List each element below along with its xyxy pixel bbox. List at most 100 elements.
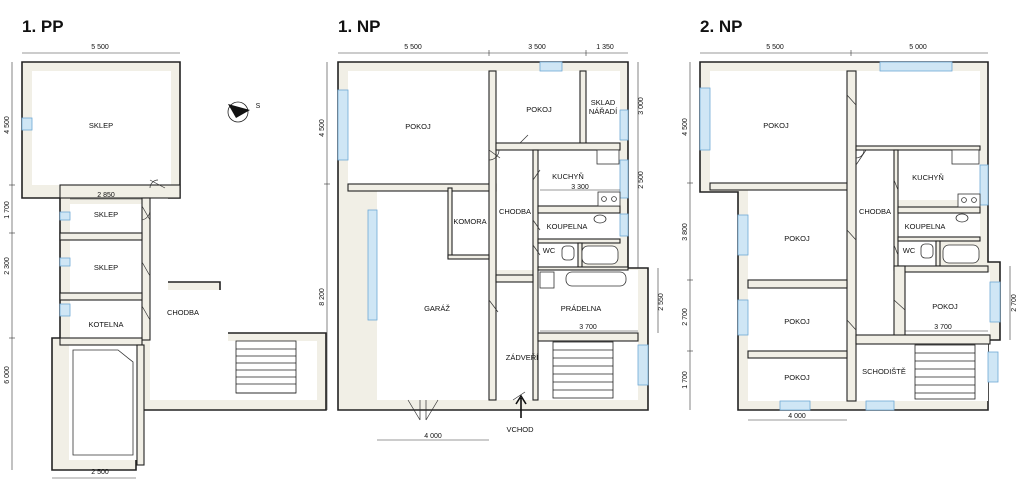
np2-room-pokoj-2 xyxy=(856,71,980,146)
pp-label-sklep-2: SKLEP xyxy=(94,263,118,272)
pp-label-kotelna: KOTELNA xyxy=(88,320,123,329)
np2-label-koupelna: KOUPELNA xyxy=(905,222,946,231)
np1-dim-bottom: 4 000 xyxy=(424,433,442,440)
np2-dim-top-1: 5 500 xyxy=(766,44,784,51)
np2-wall xyxy=(893,149,899,271)
np1-dim-kuchyn: 3 300 xyxy=(571,184,589,191)
np2-room-schodiste xyxy=(856,344,988,401)
np2-room-pokoj-1 xyxy=(710,71,847,183)
np1-toilet xyxy=(561,245,575,261)
np2-stove-burner xyxy=(971,197,977,203)
pp-label-sklep-1: SKLEP xyxy=(94,210,118,219)
np2-dim-pokoj: 3 700 xyxy=(934,324,952,331)
np2-label-pokoj-2: POKOJ xyxy=(784,234,810,243)
np1-label-pradelna: PRÁDELNA xyxy=(561,304,601,313)
np1-dim-left-2: 8 200 xyxy=(319,288,326,306)
np2-window xyxy=(779,400,811,411)
np2-window xyxy=(699,87,711,151)
pp-boiler-fixture xyxy=(72,349,134,456)
np1-room-zadveri xyxy=(495,282,535,400)
np1-laundry-tub xyxy=(565,271,627,287)
compass-label: S xyxy=(256,103,261,110)
pp-room-sklep-big xyxy=(32,71,171,185)
np2-bathtub xyxy=(942,244,980,264)
np2-wall xyxy=(747,279,848,289)
np2-wall xyxy=(897,236,981,242)
np2-window xyxy=(989,281,1001,323)
np2-kitchen-counter xyxy=(951,149,980,165)
floor-title-pp: 1. PP xyxy=(22,17,64,36)
pp-label-chodba: CHODBA xyxy=(167,308,199,317)
np1-dimension-lines xyxy=(324,50,659,441)
compass-icon: S xyxy=(227,101,261,123)
floor-plan-np1: 1. NP xyxy=(319,17,665,441)
np2-wall xyxy=(846,70,857,402)
np2-stove-burner xyxy=(961,197,967,203)
np2-room-pokoj-4 xyxy=(748,288,847,351)
np2-stairs xyxy=(914,344,976,400)
np1-room-sklad xyxy=(586,71,620,148)
np1-window xyxy=(619,213,629,237)
np1-window xyxy=(367,209,378,321)
np1-room-garaz xyxy=(377,191,489,400)
np1-label-sklad: SKLAD xyxy=(591,98,616,107)
np2-label-chodba: CHODBA xyxy=(859,207,891,216)
pp-window xyxy=(59,257,71,267)
pp-wall xyxy=(59,184,181,199)
np1-wall xyxy=(537,238,621,244)
np1-room-pokoj-big xyxy=(348,71,489,184)
np2-room-pokoj-3 xyxy=(748,190,847,280)
np1-window xyxy=(637,344,649,386)
np1-dim-right-1: 3 000 xyxy=(638,97,645,115)
np1-garage-door xyxy=(407,399,439,421)
np1-label-komora: KOMORA xyxy=(453,217,486,226)
np1-label-vchod: VCHOD xyxy=(506,425,534,434)
np2-toilet xyxy=(920,243,934,259)
np1-label-chodba: CHODBA xyxy=(499,207,531,216)
np2-label-wc: WC xyxy=(903,246,916,255)
np1-window xyxy=(619,109,629,141)
np2-wall xyxy=(855,334,991,345)
np2-wall xyxy=(747,350,848,359)
floor-plan-pp: 1. PP xyxy=(4,17,327,479)
np2-wall xyxy=(897,206,981,214)
np2-dim-left-4: 1 700 xyxy=(682,371,689,389)
np1-window xyxy=(539,61,563,72)
np1-wall xyxy=(537,266,629,271)
pp-wall xyxy=(136,344,145,466)
np1-wall xyxy=(537,332,639,342)
np1-door xyxy=(488,299,499,313)
np2-room-pokoj-6 xyxy=(905,272,990,334)
pp-room-chodba xyxy=(150,198,317,400)
np1-label-garaz: GARÁŽ xyxy=(424,304,450,313)
np2-label-pokoj-4: POKOJ xyxy=(784,373,810,382)
np2-door xyxy=(855,149,867,166)
np1-dim-top-3: 1 350 xyxy=(596,44,614,51)
np1-wall xyxy=(495,274,534,283)
np1-wall xyxy=(579,70,587,149)
np2-label-kuchyn: KUCHYŇ xyxy=(912,173,944,182)
pp-door xyxy=(149,179,166,189)
np2-washbasin xyxy=(955,213,969,223)
np2-window xyxy=(979,164,989,206)
np1-label-pokoj: POKOJ xyxy=(526,105,552,114)
pp-wall xyxy=(59,292,143,301)
np2-wall xyxy=(893,265,906,337)
pp-label-sklep-big: SKLEP xyxy=(89,121,113,130)
entrance-arrow-icon xyxy=(515,394,527,418)
np2-window xyxy=(737,214,749,256)
pp-window xyxy=(59,211,71,221)
np1-kitchen-counter xyxy=(596,149,620,165)
np1-dim-right-3: 2 550 xyxy=(658,293,665,311)
np1-wall xyxy=(347,183,497,192)
np2-wall xyxy=(935,240,941,267)
np2-door xyxy=(846,229,857,241)
np2-dim-left-2: 3 800 xyxy=(682,223,689,241)
floor-title-np1: 1. NP xyxy=(338,17,381,36)
np1-dim-left-1: 4 500 xyxy=(319,119,326,137)
pp-door xyxy=(141,261,151,277)
pp-dim-inner: 2 850 xyxy=(97,192,115,199)
np1-wall xyxy=(532,149,539,401)
np1-label-zadveri: ZÁDVEŘÍ xyxy=(506,353,539,362)
